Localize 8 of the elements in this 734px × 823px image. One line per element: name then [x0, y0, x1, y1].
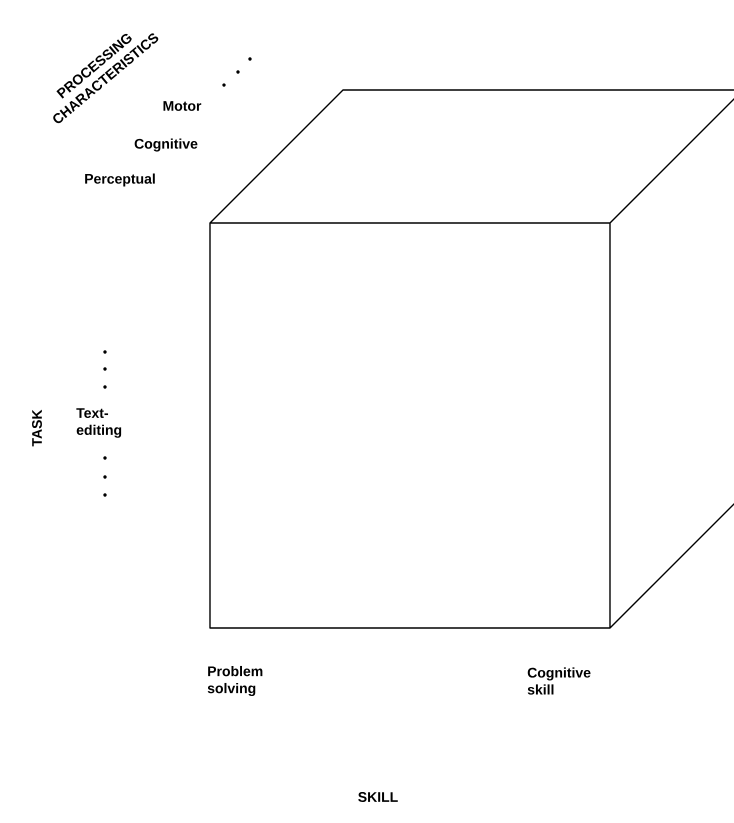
- axis-title: SKILL: [358, 792, 398, 802]
- axis-value: Perceptual: [85, 173, 155, 187]
- axis-value: Cognitive: [134, 138, 198, 152]
- axis-value: Problem solving: [208, 666, 262, 696]
- axis-value: Motor: [164, 101, 202, 111]
- axis-value: Cognitive skill: [528, 667, 590, 695]
- axis-title: TASK: [32, 410, 42, 446]
- axis-value: Text-editing: [76, 408, 122, 438]
